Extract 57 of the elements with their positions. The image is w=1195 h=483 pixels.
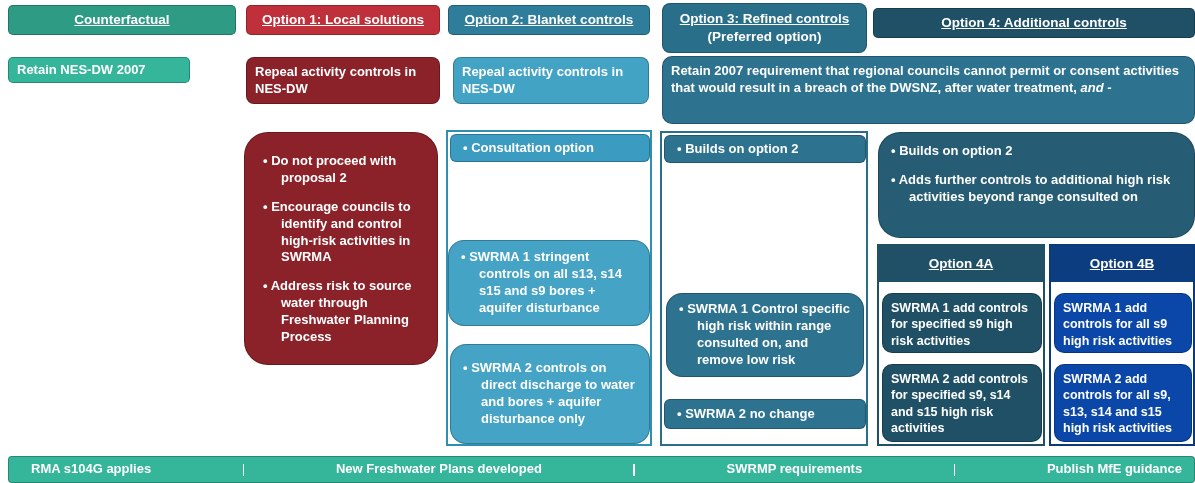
bullet-box [450,344,650,444]
body-text: SWRMA 1 add controls for specified s9 high risk activities [891,300,1030,349]
bullet-item: • Do not proceed with proposal 2 [262,153,398,187]
header-text: Option 3: Refined controls [679,10,850,28]
bullet-item: • SWRMA 2 no change [676,405,816,423]
body-text: SWRMA 2 add controls for all s9, s13, s14 and s15 high risk activities [1063,371,1174,436]
text-box [882,293,1042,353]
option-header [246,5,440,35]
body-text: Repeal activity controls in NES-DW [255,64,418,98]
text-box [662,56,1195,124]
option-header [8,5,236,35]
body-text: Retain NES-DW 2007 [17,62,147,79]
text-box [1054,364,1192,442]
subheader-text: (Preferred option) [707,28,822,46]
bullet-box [878,132,1195,238]
option-frame [446,130,652,446]
bullet-item: • Builds on option 2 [890,143,1014,160]
footer-band [8,456,1195,483]
bullet-item: • Builds on option 2 [676,140,800,158]
body-text: Retain 2007 requirement that regional councils cannot permit or consent activities that would result in a breach of the DWSNZ, after water treatment, and - [671,63,1180,97]
text-box [246,57,440,104]
header-text: Option 2: Blanket controls [464,11,634,29]
text-box [453,57,649,104]
footer-text: Publish MfE guidance [1046,461,1182,478]
option-header [448,5,650,35]
option-frame [660,131,868,446]
bullet-item: • SWRMA 1 stringent controls on all s13, s14 s15 and s9 bores + aquifer disturbance [460,249,624,317]
bullet-box [664,135,866,163]
bullet-box [448,240,650,326]
header-text: Option 1: Local solutions [262,11,424,29]
bullet-item: • SWRMA 1 Control specific high risk within range consulted on, and remove low risk [678,301,851,369]
body-text: Repeal activity controls in NES-DW [462,64,625,98]
bullet-box [450,134,650,162]
bullet-item: • Address risk to source water through Freshwater Planning Process [262,278,413,346]
bullet-item: • Encourage councils to identify and control high-risk activities in SWRMA [262,198,412,267]
text-box [8,57,190,83]
option-heading: Option 4B [1051,246,1193,282]
body-text: SWRMA 1 add controls for all s9 high risk activities [1063,300,1174,349]
header-text: Counterfactual [74,11,170,29]
header-text: Option 4: Additional controls [941,14,1127,32]
option-header [873,8,1195,38]
bullet-item: • Consultation option [462,139,595,157]
bullet-item: • Adds further controls to additional high risk activities beyond range consulted on [890,171,1172,206]
text-box [882,364,1042,442]
option-frame [877,244,1045,446]
option-frame [1049,244,1195,446]
bullet-item: • SWRMA 2 controls on direct discharge to water and bores + aquifer disturbance only [462,360,636,428]
option-header [662,3,867,53]
footer-text: SWRMP requirements [726,461,863,478]
option-heading: Option 4A [879,246,1043,282]
body-text: SWRMA 2 add controls for specified s9, s14 and s15 high risk activities [891,371,1030,436]
footer-text: New Freshwater Plans developed [335,461,542,478]
bullet-box [666,293,864,377]
bullet-box [244,132,438,365]
text-box [1054,293,1192,353]
bullet-box [664,399,866,429]
footer-text: RMA s104G applies [31,461,152,478]
